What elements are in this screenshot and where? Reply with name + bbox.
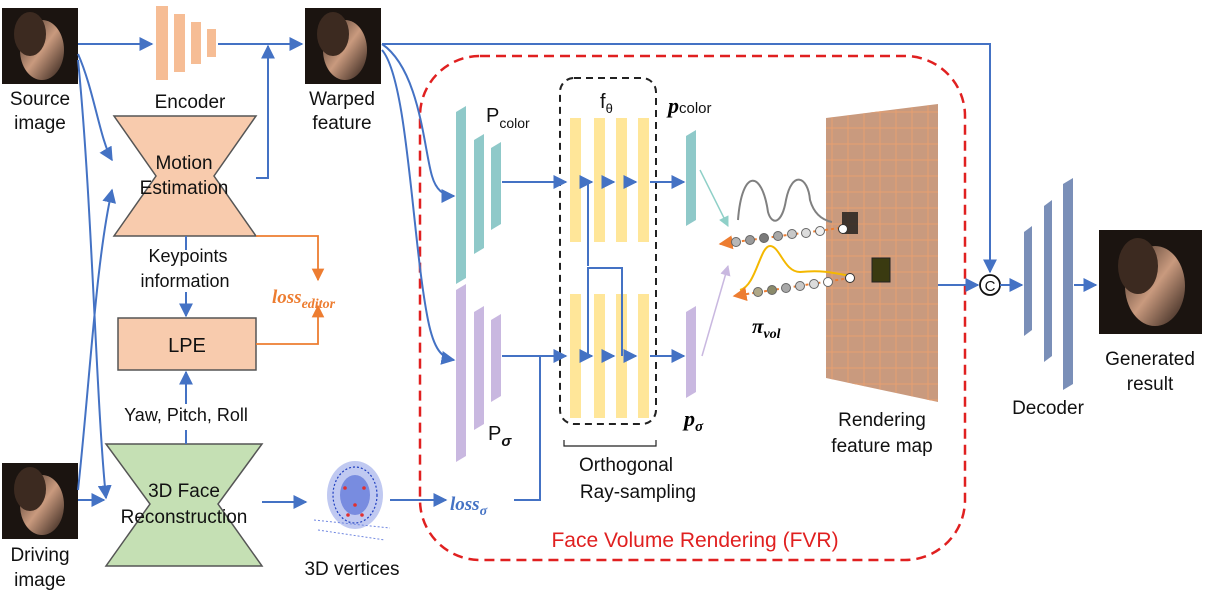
source-image — [2, 8, 78, 84]
lpe-block — [117, 317, 257, 371]
vertices-mesh — [310, 455, 391, 549]
loss-sigma-label: lossσ — [450, 494, 488, 519]
loss-editor-label: losseditor — [272, 287, 336, 312]
face3d-block — [104, 443, 264, 567]
p-sigma-output-label: pσ — [682, 406, 704, 435]
pcolor-to-render-arrow — [699, 169, 729, 227]
ypr-label: Yaw, Pitch, Roll — [124, 405, 248, 425]
motion-label-1: Motion — [155, 153, 212, 174]
keypoints-label-2: information — [140, 271, 229, 291]
ray-samples-lower — [753, 277, 833, 297]
p-color-output-label: pcolor — [666, 93, 712, 118]
density-curve-gray — [737, 178, 833, 223]
f-theta-label: fθ — [600, 91, 613, 116]
encoder-block — [156, 6, 216, 80]
vertices-label: 3D vertices — [304, 559, 399, 580]
driving-label-1: Driving — [10, 545, 69, 566]
blue-arrows — [77, 37, 1098, 509]
decoder-label: Decoder — [1012, 398, 1084, 419]
motion-label-2: Estimation — [140, 178, 229, 199]
lpe-label: LPE — [168, 335, 206, 357]
encoder-label: Encoder — [155, 92, 226, 113]
f-theta-upper-layers — [570, 118, 649, 242]
driving-image — [2, 463, 78, 539]
decoder-block — [1024, 178, 1073, 390]
fvr-region — [418, 54, 967, 562]
warped-feature-image — [305, 8, 381, 84]
orange-arrows — [256, 235, 325, 345]
pi-vol-label: πvol — [752, 314, 781, 342]
ortho-label-2: Ray-sampling — [580, 482, 696, 503]
face3d-label-2: Reconstruction — [121, 507, 248, 528]
render-label-1: Rendering — [838, 410, 926, 431]
p-sigma-output — [686, 306, 696, 398]
p-sigma-block — [456, 284, 501, 462]
ray-samples-upper — [731, 226, 825, 247]
p-color-output — [686, 130, 696, 226]
fvr-label: Face Volume Rendering (FVR) — [551, 529, 838, 552]
p-color-block — [456, 106, 501, 284]
generated-result-image — [1099, 230, 1202, 334]
warped-label-1: Warped — [309, 89, 375, 110]
rendering-feature-map — [826, 104, 938, 402]
ray-point-upper — [838, 224, 848, 234]
p-color-label: Pcolor — [486, 105, 530, 131]
driving-label-2: image — [14, 570, 66, 591]
ortho-bracket — [563, 440, 657, 447]
density-curve-yellow — [739, 244, 851, 291]
source-label-2: image — [14, 113, 66, 134]
motion-estimation-block — [112, 115, 258, 237]
p-sigma-label: Pσ — [488, 423, 512, 450]
generated-label-1: Generated — [1105, 349, 1195, 370]
psigma-to-render-arrow — [701, 264, 731, 357]
keypoints-label-1: Keypoints — [148, 246, 227, 266]
concat-label: C — [985, 278, 996, 295]
generated-label-2: result — [1127, 374, 1174, 395]
f-theta-box — [559, 77, 657, 425]
render-label-2: feature map — [831, 436, 932, 457]
warped-label-2: feature — [312, 113, 371, 134]
ray-point-lower — [845, 273, 855, 283]
ortho-label-1: Orthogonal — [579, 455, 673, 476]
face3d-label-1: 3D Face — [148, 481, 220, 502]
source-label-1: Source — [10, 89, 70, 110]
